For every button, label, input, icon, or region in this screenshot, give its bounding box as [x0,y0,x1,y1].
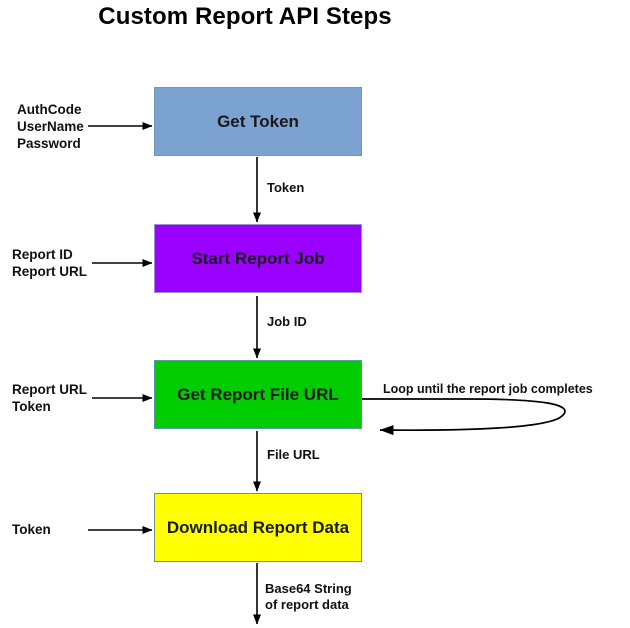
step-label: Download Report Data [166,517,350,537]
input-label-get-report-file-url: Report URL Token [12,382,87,414]
input-label-start-report-job: Report ID Report URL [12,247,87,279]
loop-arrow [362,398,566,436]
input-label-get-token: AuthCode UserName Password [17,102,84,151]
step-label: Get Token [217,111,299,131]
step-box-download-report-data[interactable]: Download Report Data [154,493,362,562]
edge-label-token: Token [267,180,305,195]
step-box-get-token[interactable]: Get Token [154,87,362,156]
edge-label-file-url: File URL [267,447,320,462]
step-box-get-report-file-url[interactable]: Get Report File URL [154,360,362,429]
edge-label-output: Base64 String of report data [265,581,352,612]
input-label-download-report-data: Token [12,522,51,537]
edge-label-job-id: Job ID [267,314,307,329]
step-box-start-report-job[interactable]: Start Report Job [154,224,362,293]
step-label: Start Report Job [191,248,325,268]
page-title: Custom Report API Steps [98,3,392,30]
loop-label: Loop until the report job completes [383,382,593,396]
step-label: Get Report File URL [177,384,339,404]
